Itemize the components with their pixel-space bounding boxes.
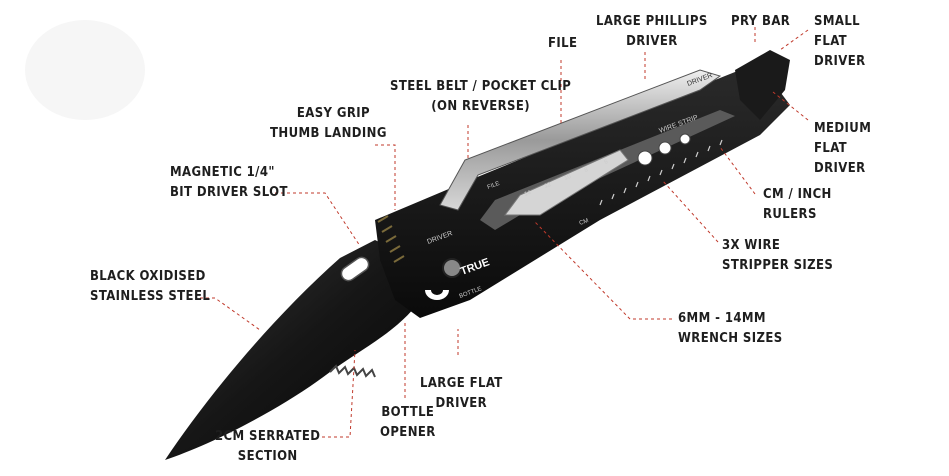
background-smudge xyxy=(25,20,145,120)
label-magnetic-bit-driver-slot: MAGNETIC 1/4"BIT DRIVER SLOT xyxy=(170,165,288,200)
leader-wire xyxy=(661,179,719,243)
wrench-size-number: 6 xyxy=(604,159,610,166)
leader-serrated xyxy=(322,349,356,438)
ruler-ticks xyxy=(599,139,723,206)
leader-medium-flat xyxy=(772,91,809,121)
pocket-clip xyxy=(439,69,722,211)
driver-jaws xyxy=(735,50,790,120)
blade-thumb-hole xyxy=(340,256,370,282)
wrench-hole xyxy=(679,133,691,145)
engraving-wrench-sizes: 14 12 10 8 6 xyxy=(524,159,610,198)
wrench-size-number: 10 xyxy=(564,174,573,182)
engraving-file: FILE xyxy=(487,181,501,191)
bottle-opener-cutout xyxy=(425,290,449,300)
leader-wrench xyxy=(534,221,672,320)
leader-small-flat xyxy=(779,29,809,51)
engraving-cm: CM xyxy=(579,218,590,227)
label-file: FILE xyxy=(548,36,578,51)
serrated-edge xyxy=(329,364,376,378)
wrench-hole xyxy=(658,141,672,155)
bit-slot xyxy=(504,149,629,216)
leader-steel xyxy=(200,297,261,331)
wrench-size-number: 12 xyxy=(544,182,553,190)
blade xyxy=(165,240,420,460)
label-pry-bar: PRY BAR xyxy=(731,14,791,29)
grip-ridges xyxy=(377,215,405,263)
leader-bit-slot xyxy=(275,192,361,247)
leader-lines xyxy=(200,27,809,438)
wrench-size-number: 14 xyxy=(524,190,533,198)
wrench-hole xyxy=(637,150,653,166)
wrench-size-number: 8 xyxy=(584,167,590,174)
label-steel-belt-pocket-clip: STEEL BELT / POCKET CLIP(ON REVERSE) xyxy=(390,79,572,114)
pivot-screw xyxy=(442,258,462,278)
leader-rulers xyxy=(719,146,756,195)
leader-thumb xyxy=(375,144,396,210)
